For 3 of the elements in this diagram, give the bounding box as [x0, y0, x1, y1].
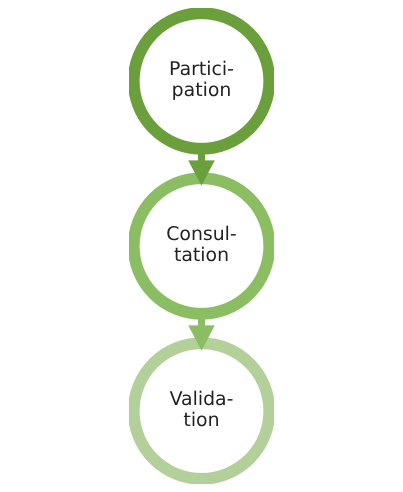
node-circle: Partici- pation [129, 8, 274, 155]
node-circle: Consul- tation [129, 172, 274, 320]
node-circle: Valida- tion [129, 337, 274, 484]
